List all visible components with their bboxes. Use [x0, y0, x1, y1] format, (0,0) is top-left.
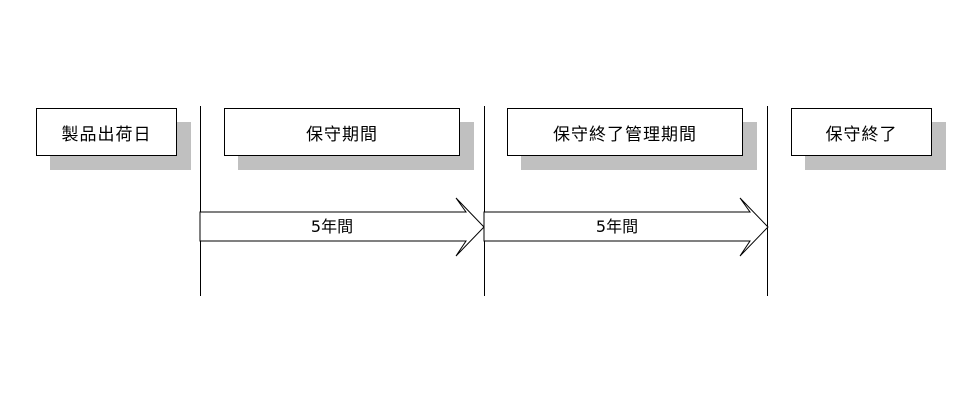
- stage-post-maintenance-label: 保守終了管理期間: [553, 124, 697, 145]
- milestone-line-shipment: [200, 106, 201, 296]
- stage-maintenance-end-label: 保守終了: [825, 124, 898, 145]
- stage-maintenance-end: 保守終了: [791, 108, 932, 156]
- duration-arrow-2: [483, 197, 769, 257]
- stage-product-shipment-label: 製品出荷日: [61, 124, 152, 145]
- duration-arrow-1-label: 5年間: [311, 217, 353, 236]
- milestone-line-maintenance-end-notice: [484, 106, 485, 296]
- stage-post-maintenance: 保守終了管理期間: [507, 108, 743, 156]
- duration-arrow-1: [199, 197, 485, 257]
- stage-product-shipment: 製品出荷日: [36, 108, 177, 156]
- milestone-line-maintenance-end: [767, 106, 768, 296]
- stage-maintenance-period-label: 保守期間: [306, 124, 378, 145]
- duration-arrow-2-label: 5年間: [596, 217, 638, 236]
- stage-maintenance-period: 保守期間: [224, 108, 460, 156]
